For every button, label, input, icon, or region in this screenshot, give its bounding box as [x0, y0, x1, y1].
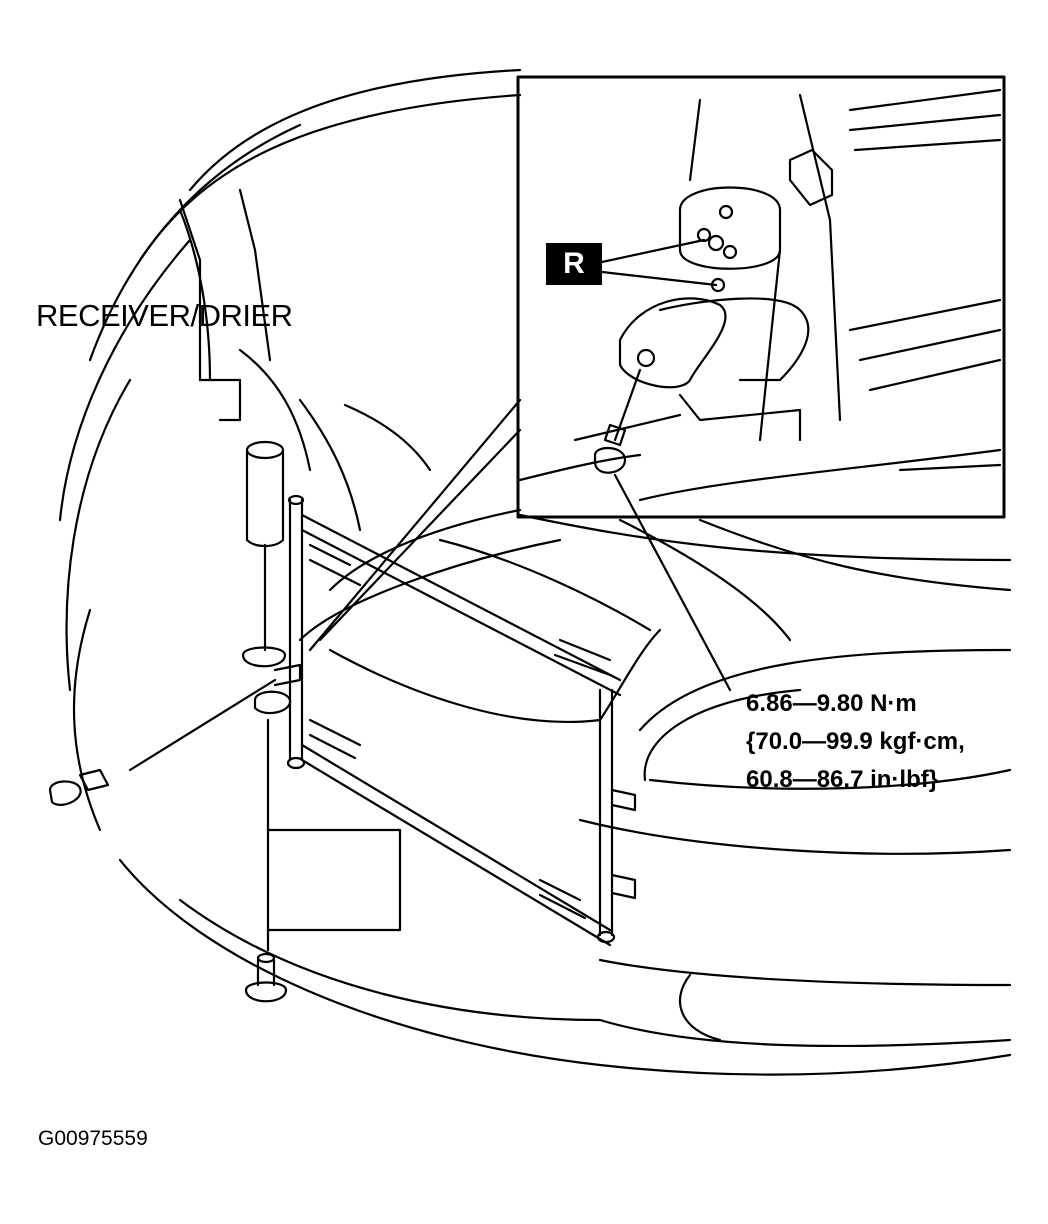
receiver-drier-cylinder [241, 440, 287, 668]
torque-spec-line-3: 60.8—86.7 in·lbf} [746, 766, 939, 793]
callout-leaders [128, 398, 732, 772]
badge-pointer-lines [600, 238, 718, 287]
receiver-drier-label: RECEIVER/DRIER [36, 298, 293, 333]
replace-o-ring-badge: R [546, 243, 602, 285]
torque-spec-line-1: 6.86—9.80 N·m [746, 690, 917, 717]
torque-spec-line-2: {70.0—99.9 kgf·cm, [746, 728, 965, 755]
condenser-core [253, 494, 637, 952]
lower-bolt [244, 952, 288, 1003]
figure-id: G00975559 [38, 1127, 148, 1150]
side-bolt [48, 768, 110, 806]
vehicle-body-outline [58, 68, 1012, 1076]
detail-inset [516, 75, 1006, 519]
